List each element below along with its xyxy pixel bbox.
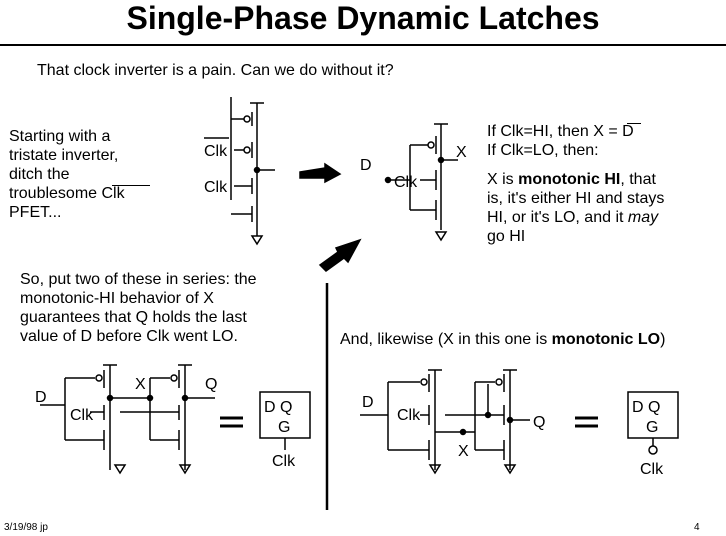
latch-clk-label: Clk [272,453,296,470]
right-note-line2: If Clk=LO, then: [487,142,599,159]
clk-label: Clk [397,407,421,424]
latch-clk-label: Clk [640,461,664,478]
latch-g-label: G [278,419,290,436]
slide-subtitle: That clock inverter is a pain. Can we do… [37,62,394,79]
latch-dq-label: D Q [264,399,292,416]
clk-label: Clk [70,407,94,424]
x-label: X [456,144,467,161]
q-label: Q [205,376,217,393]
x-label: X [135,376,146,393]
clk-label: Clk [394,174,418,191]
left-note-line: Starting with a [9,128,111,145]
right-note-line4: is, it's either HI and stays [487,190,665,207]
series-latch-circuit [40,364,215,475]
slide-title: Single-Phase Dynamic Latches [126,0,600,36]
left-note-line: PFET... [9,204,62,221]
d-label: D [362,394,374,411]
tristate-inverter-circuit [204,97,275,246]
right-note-line3: X is monotonic HI, that [487,171,656,188]
x-label: X [458,443,469,460]
monotonic-lo-circuit [360,369,530,475]
monotonic-hi-circuit [384,123,458,242]
latch-dq-label: D Q [632,399,660,416]
d-label: D [35,389,47,406]
d-label: D [360,157,372,174]
footer-date: 3/19/98 jp [4,522,48,533]
clk-bar-label: Clk [204,143,228,160]
right-note-line1: If Clk=HI, then X = D [487,122,664,141]
left-note-line: tristate inverter, [9,147,119,164]
series-note: So, put two of these in series: the mono… [20,271,257,345]
q-label: Q [533,414,545,431]
right-note: If Clk=HI, then X = D If Clk=LO, then: X… [487,122,664,246]
likewise-note: And, likewise (X in this one is monotoni… [340,331,666,348]
right-note-line6: go HI [487,228,526,245]
title-rule [0,44,726,46]
left-note-line: ditch the [9,166,70,183]
latch-g-label: G [646,419,658,436]
right-note-line5: HI, or it's LO, and it may [487,209,659,226]
left-note-line: troublesome Clk [9,184,150,203]
left-note: Starting with a tristate inverter, ditch… [9,127,150,222]
footer-page: 4 [694,522,700,533]
clk-label: Clk [204,179,228,196]
